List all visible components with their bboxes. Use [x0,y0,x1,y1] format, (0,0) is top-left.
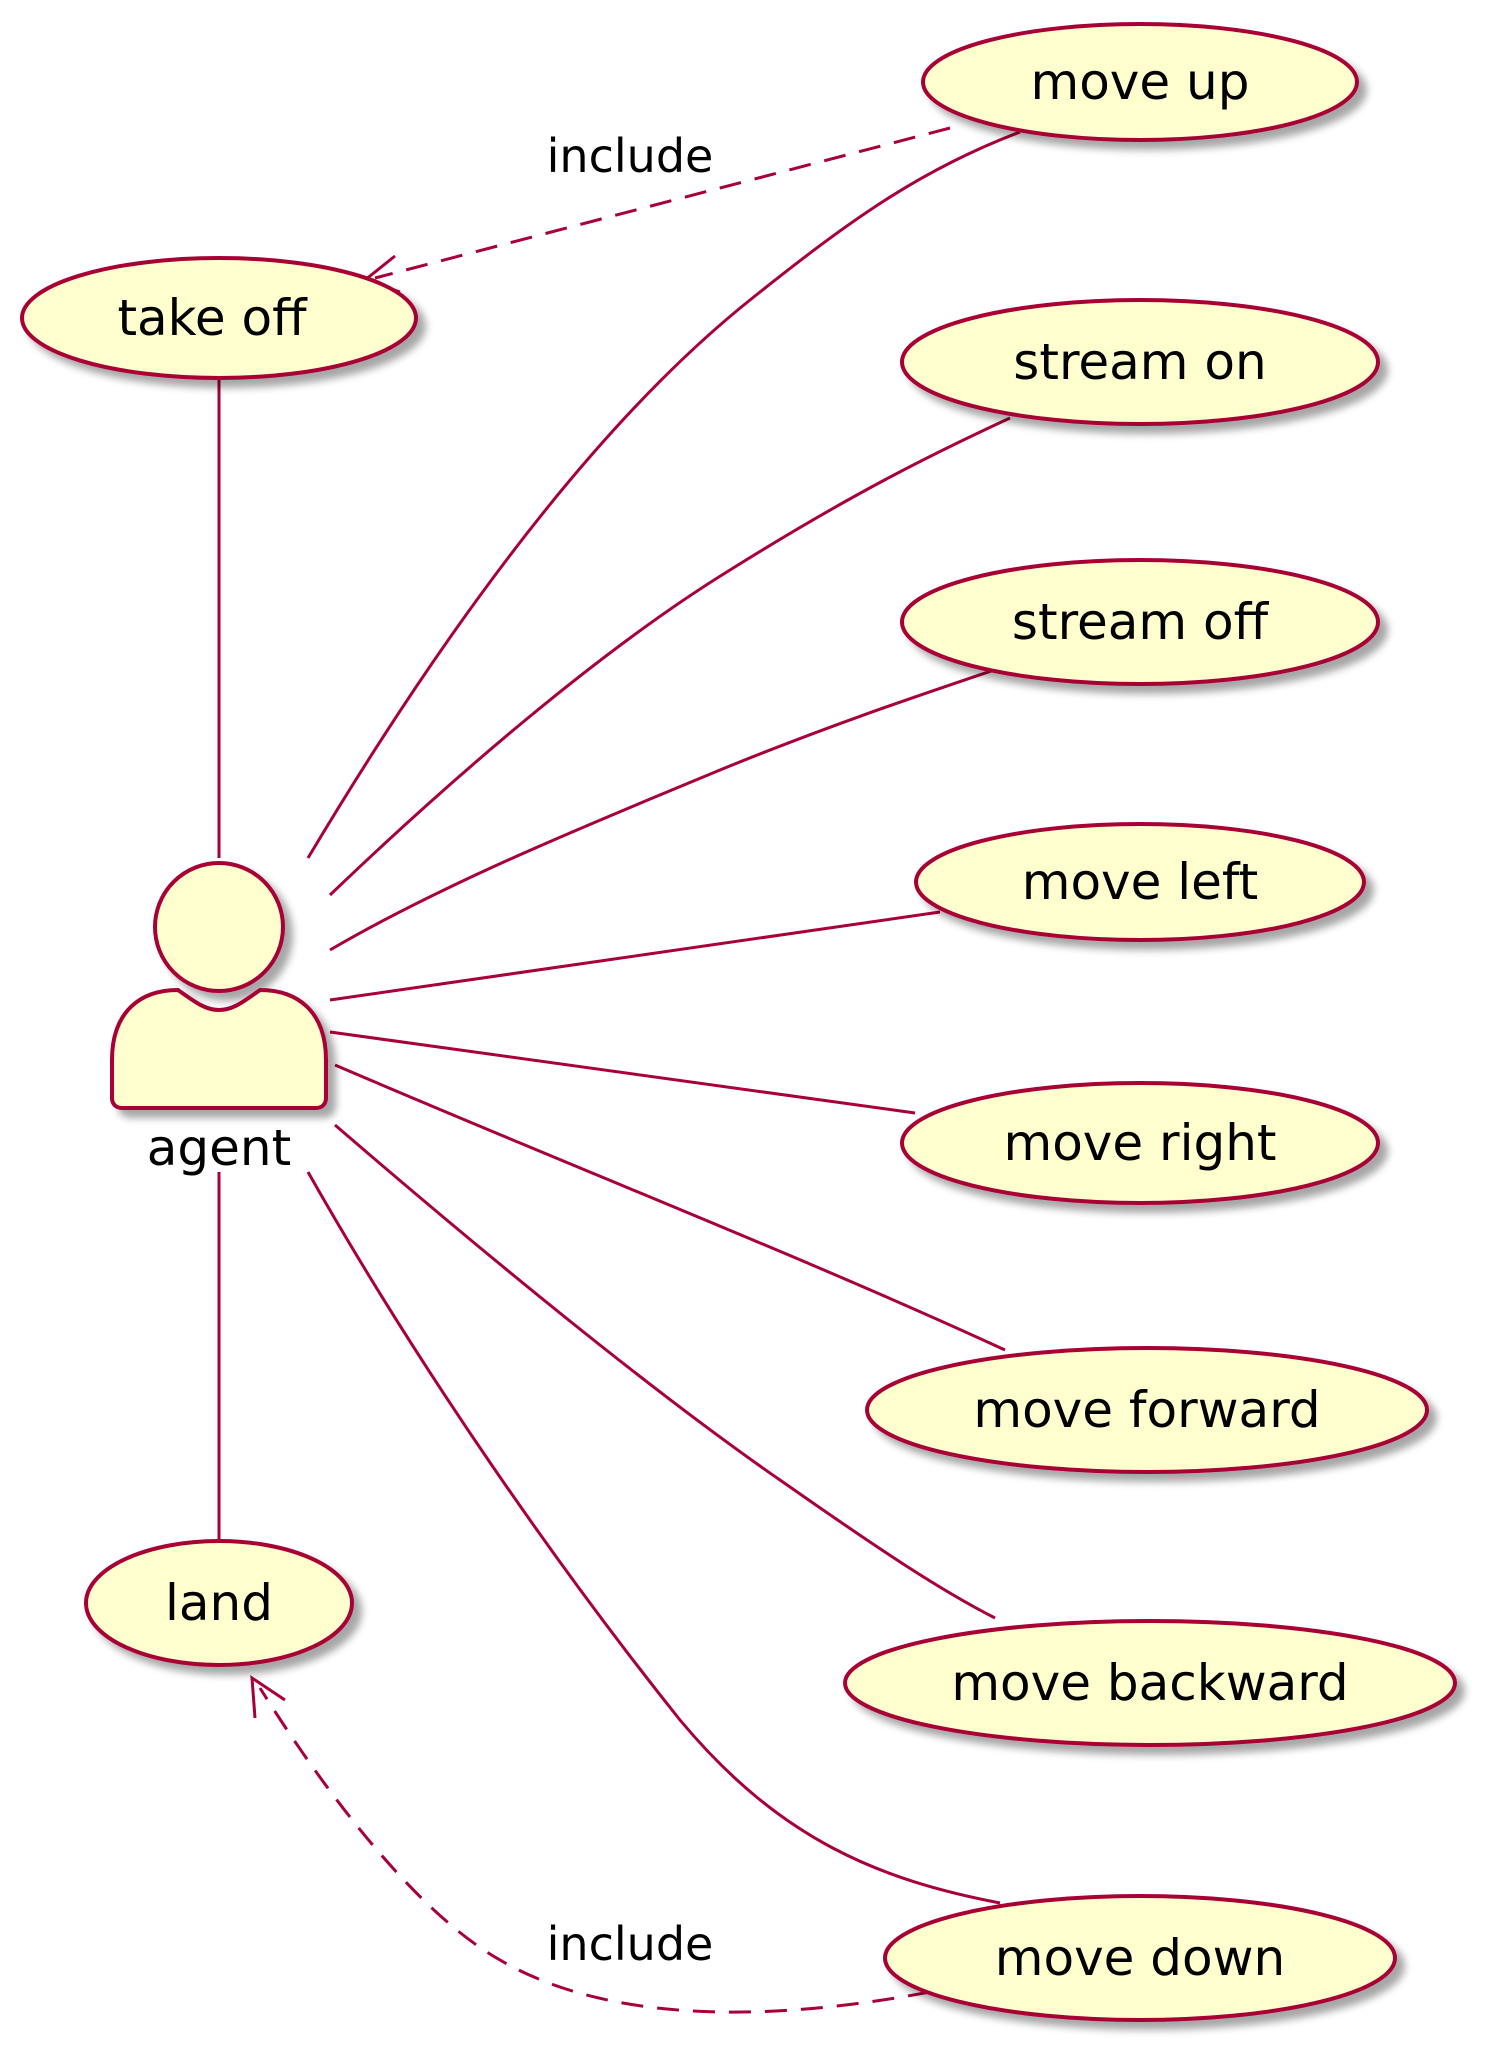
use-case-label: move left [1022,853,1259,911]
association-lines [217,130,1021,1905]
use-case-move-forward[interactable]: move forward [865,1346,1429,1474]
use-case-move-left[interactable]: move left [914,822,1366,942]
include-label-land: include [547,1917,714,1971]
association-move-backward [334,1123,996,1620]
user-icon [110,861,328,1110]
association-stream-on [328,416,1011,897]
include-relations: include include [250,126,966,2014]
include-line-land [258,1687,966,2014]
use-case-label: take off [117,289,308,347]
use-case-stream-on[interactable]: stream on [900,298,1380,426]
use-case-label: stream off [1012,593,1270,651]
use-case-ellipses: take off land move up stream on stream o… [20,22,1457,2022]
use-case-land[interactable]: land [84,1539,354,1667]
use-case-label: stream on [1013,333,1266,391]
use-case-take-off[interactable]: take off [20,256,418,380]
association-stream-off [329,666,1001,952]
use-case-move-up[interactable]: move up [921,22,1359,142]
use-case-label: move down [995,1929,1285,1987]
actor-agent[interactable]: agent [110,861,328,1177]
include-arrowhead-land [250,1675,286,1719]
include-line-take-off [374,126,951,280]
use-case-stream-off[interactable]: stream off [900,558,1380,686]
use-case-label: land [165,1574,273,1632]
use-case-label: move up [1031,53,1250,111]
use-case-label: move backward [951,1654,1348,1712]
use-case-label: move forward [973,1381,1320,1439]
use-case-move-right[interactable]: move right [900,1081,1380,1205]
include-label-take-off: include [547,129,714,183]
association-move-right [329,1030,916,1115]
association-move-left [329,910,941,1002]
use-case-move-backward[interactable]: move backward [843,1619,1457,1747]
use-case-move-down[interactable]: move down [883,1894,1397,2022]
use-case-label: move right [1003,1114,1276,1172]
association-move-forward [334,1063,1006,1352]
association-move-up [306,130,1021,859]
association-move-down [306,1171,1001,1905]
actor-label: agent [147,1119,291,1177]
